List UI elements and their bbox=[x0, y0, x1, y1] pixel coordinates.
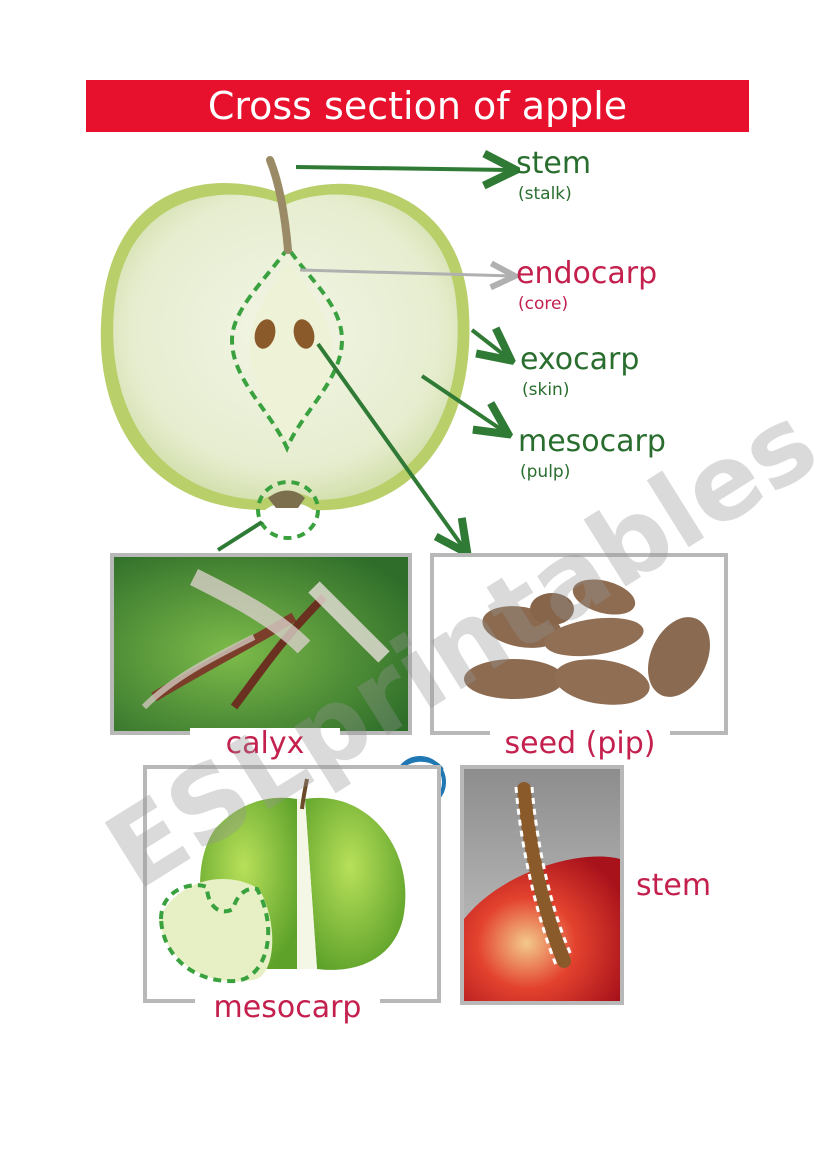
exocarp-arrow bbox=[470, 330, 508, 358]
label-endocarp-sub: (core) bbox=[518, 294, 569, 314]
endocarp-arrow bbox=[299, 270, 512, 276]
calyx-shape bbox=[268, 490, 305, 508]
caption-seed: seed (pip) bbox=[490, 728, 670, 760]
label-mesocarp: mesocarp bbox=[518, 424, 666, 459]
seed-photo bbox=[434, 557, 724, 731]
apple-cross-section-diagram bbox=[100, 0, 821, 600]
stem-arrow bbox=[295, 167, 512, 170]
caption-stem: stem bbox=[636, 868, 712, 903]
page-title: Cross section of apple bbox=[86, 80, 749, 132]
label-exocarp-sub: (skin) bbox=[522, 380, 570, 400]
seed-right bbox=[293, 319, 315, 349]
mesocarp-arrow bbox=[420, 374, 505, 432]
red-apple-stem-photo-frame bbox=[460, 765, 624, 1005]
label-stem: stem bbox=[516, 146, 592, 181]
seed-left bbox=[254, 319, 276, 349]
label-stem-sub: (stalk) bbox=[518, 184, 572, 204]
label-exocarp: exocarp bbox=[520, 342, 640, 377]
label-mesocarp-sub: (pulp) bbox=[520, 462, 571, 482]
calyx-arrow bbox=[216, 520, 264, 552]
calyx-outline bbox=[256, 480, 320, 540]
calyx-photo bbox=[114, 557, 408, 731]
red-apple-stem-photo bbox=[464, 769, 620, 1001]
green-apple-photo bbox=[147, 769, 437, 999]
label-endocarp: endocarp bbox=[516, 256, 658, 291]
apple-stem bbox=[266, 156, 292, 254]
seed-photo-frame bbox=[430, 553, 728, 735]
endocarp-outline bbox=[229, 244, 345, 454]
caption-mesocarp: mesocarp bbox=[195, 992, 380, 1024]
seed-arrow bbox=[316, 342, 465, 550]
caption-calyx: calyx bbox=[190, 728, 340, 760]
